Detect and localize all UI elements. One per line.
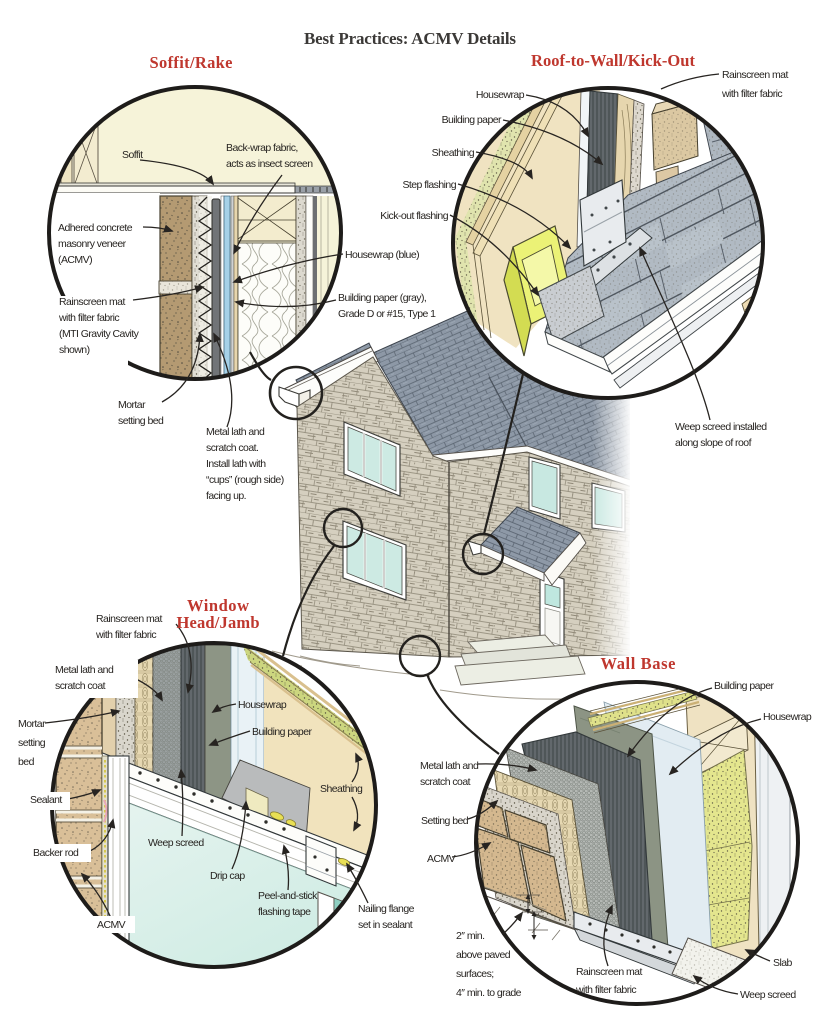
svg-text:Setting bed: Setting bed [421,815,469,827]
svg-text:Building paper: Building paper [714,680,774,692]
svg-text:Building paper: Building paper [252,726,312,738]
svg-text:Step flashing: Step flashing [402,179,456,191]
svg-text:ACMV: ACMV [427,853,456,865]
svg-text:Housewrap: Housewrap [476,89,525,101]
svg-text:Weep screed: Weep screed [740,989,796,1001]
svg-text:Housewrap: Housewrap [238,699,287,711]
svg-text:Building paper: Building paper [442,114,502,126]
svg-text:Roof-to-Wall/Kick-Out: Roof-to-Wall/Kick-Out [531,51,696,70]
svg-text:Backer rod: Backer rod [33,847,79,859]
svg-text:Sealant: Sealant [30,794,62,806]
svg-text:Soffit/Rake: Soffit/Rake [150,53,233,72]
svg-text:Best Practices: ACMV Details: Best Practices: ACMV Details [304,29,516,48]
svg-text:Weep screed: Weep screed [148,837,204,849]
svg-text:Sheathing: Sheathing [432,147,475,159]
svg-text:ACMV: ACMV [97,919,126,931]
svg-text:Sheathing: Sheathing [320,783,363,795]
svg-text:Kick-out flashing: Kick-out flashing [380,210,448,222]
svg-text:Housewrap (blue): Housewrap (blue) [345,249,419,261]
svg-text:Window: Window [187,596,249,615]
svg-text:Drip cap: Drip cap [210,870,245,882]
svg-text:Head/Jamb: Head/Jamb [177,613,260,632]
svg-text:Soffit: Soffit [122,149,143,161]
svg-text:Housewrap: Housewrap [763,711,812,723]
svg-text:Slab: Slab [773,957,793,969]
svg-text:Wall Base: Wall Base [601,654,676,673]
